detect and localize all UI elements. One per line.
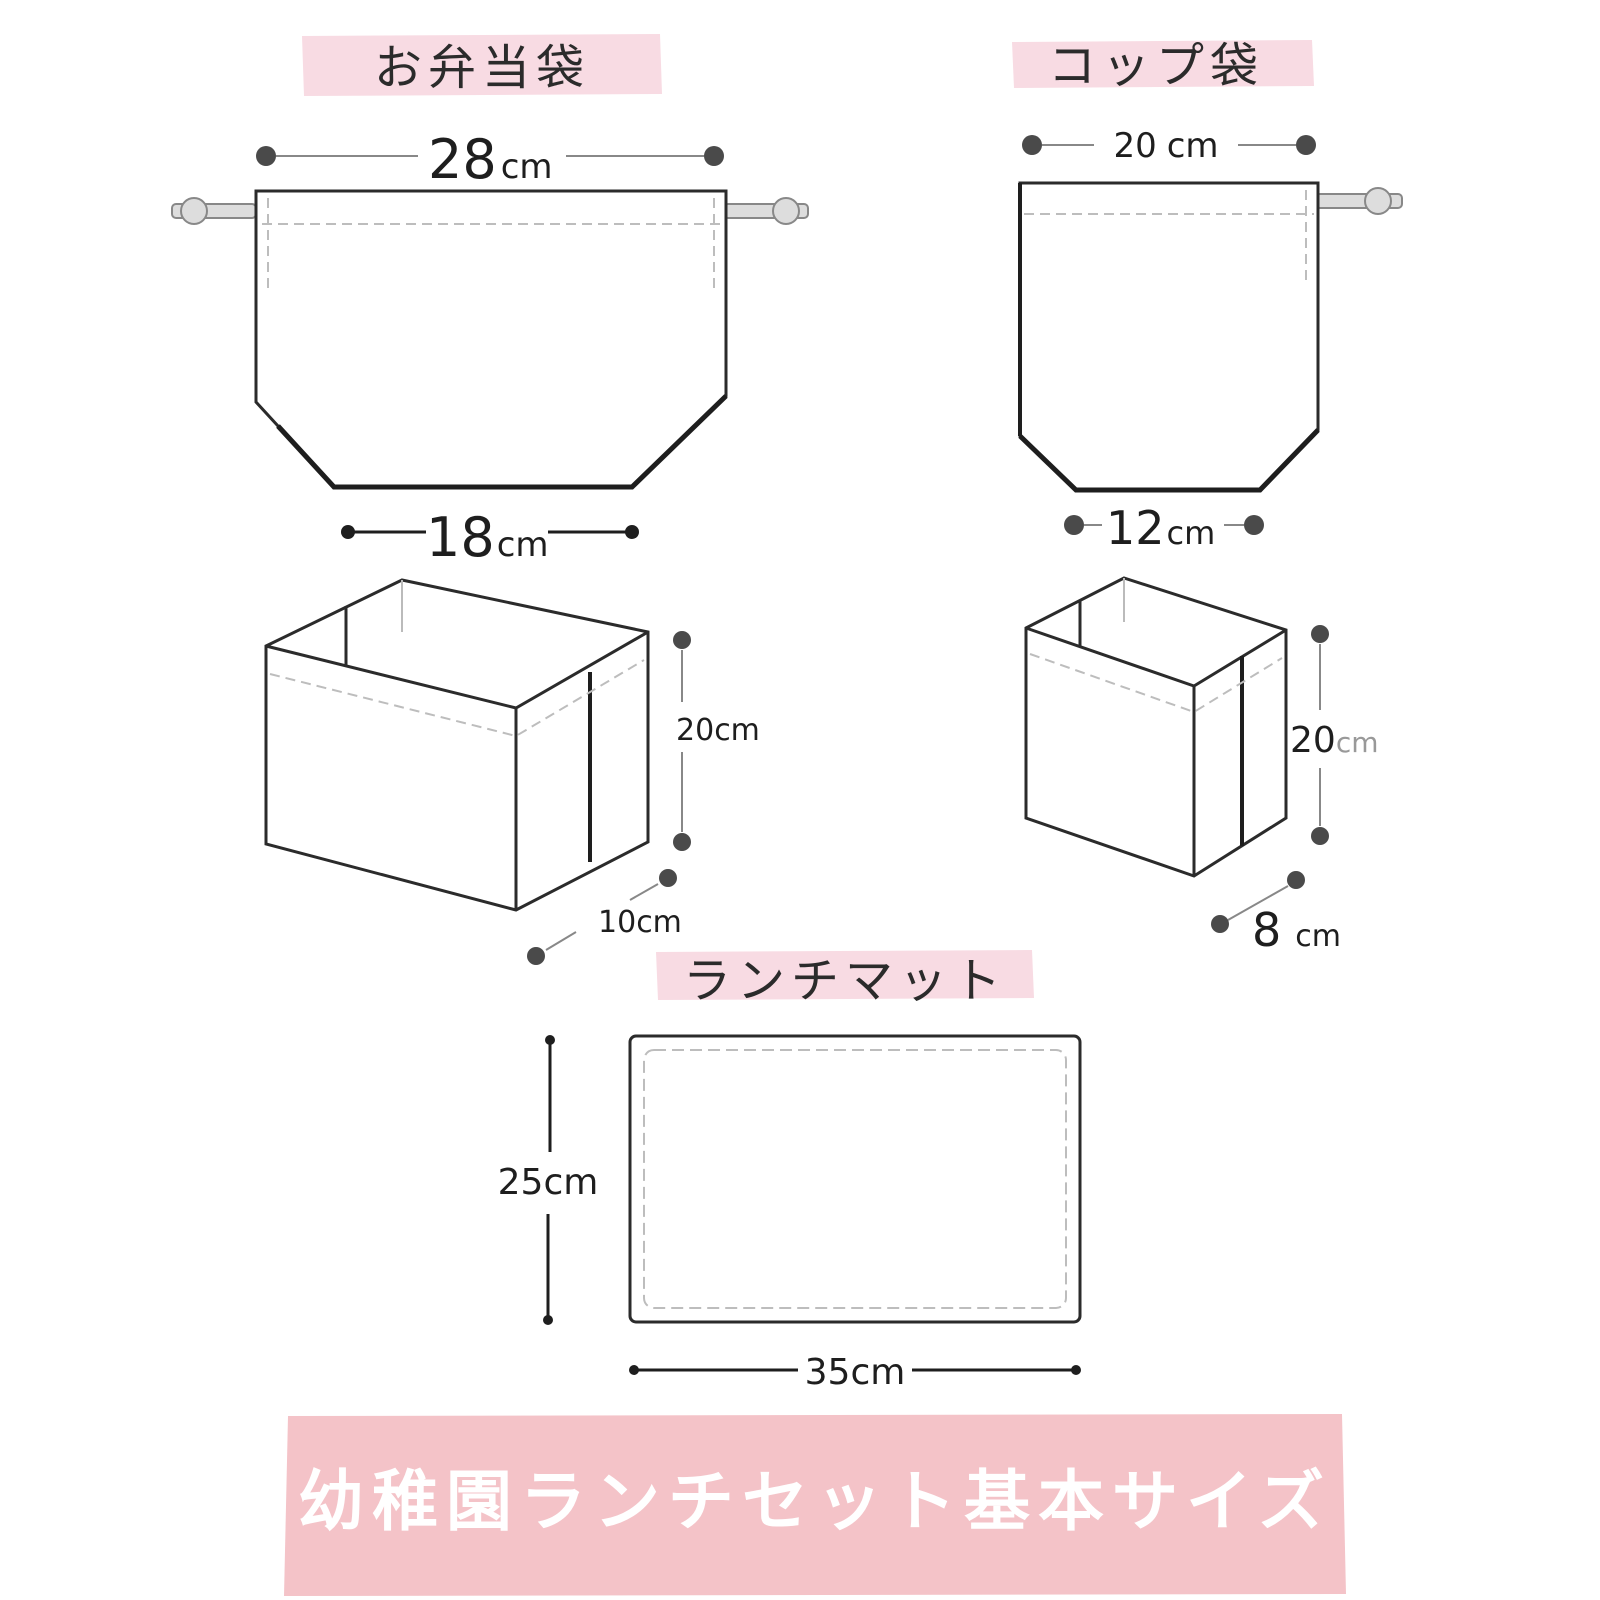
dimension-dot bbox=[527, 947, 545, 965]
dimension-dot bbox=[1311, 625, 1329, 643]
cup-bottom-width-unit: cm bbox=[1167, 514, 1216, 552]
title-highlight-bento bbox=[302, 34, 662, 96]
cup-bag-outline bbox=[1018, 181, 1320, 492]
mat-height-dimension: 25cm bbox=[498, 1035, 599, 1325]
dimension-dot bbox=[1287, 871, 1305, 889]
cup-height-label: 20cm bbox=[1290, 720, 1378, 761]
bento-depth-value: 10 bbox=[598, 905, 636, 940]
cup-bag-bottom-edge bbox=[1018, 428, 1320, 493]
dimension-dot bbox=[256, 146, 276, 166]
dimension-line bbox=[545, 931, 577, 951]
dimension-dot bbox=[1064, 515, 1084, 535]
mat-height-label: 25cm bbox=[498, 1162, 599, 1203]
bento-bag-bottom-edge bbox=[276, 394, 728, 490]
cup-depth-unit: cm bbox=[1295, 919, 1341, 954]
mat-height-value: 25 bbox=[498, 1162, 544, 1203]
bento-top-width-value: 28 bbox=[428, 128, 497, 191]
bento-bottom-width-value: 18 bbox=[426, 506, 495, 569]
cup-bottom-width-label: 12cm bbox=[1106, 501, 1215, 555]
bento-top-width-unit: cm bbox=[501, 147, 553, 187]
cup-depth-label: 8 cm bbox=[1252, 903, 1341, 957]
lunch-mat-outline bbox=[628, 1034, 1082, 1324]
cup-bottom-width-dimension: 12cm bbox=[1064, 501, 1264, 555]
lunch-mat-stitch bbox=[643, 1049, 1067, 1309]
mat-width-value: 35 bbox=[805, 1352, 851, 1393]
cup-height-value: 20 bbox=[1290, 720, 1336, 761]
bento-height-label: 20cm bbox=[676, 713, 760, 748]
lunch-mat bbox=[628, 1034, 1082, 1324]
bento-bag-box bbox=[264, 578, 650, 912]
cup-box-outline bbox=[1024, 576, 1288, 878]
dimension-dot bbox=[1244, 515, 1264, 535]
dimension-line bbox=[629, 883, 659, 901]
cup-bottom-width-value: 12 bbox=[1106, 501, 1165, 555]
dimension-line bbox=[1227, 885, 1289, 921]
cup-height-unit: cm bbox=[1336, 726, 1379, 759]
bento-bottom-width-label: 18cm bbox=[426, 506, 549, 569]
bento-box-stitch bbox=[269, 659, 645, 738]
bento-bottom-width-dimension: 18cm bbox=[341, 506, 639, 569]
cup-box-stitch bbox=[1029, 653, 1283, 714]
cup-cord-knot-right bbox=[1364, 187, 1392, 215]
dimension-dot bbox=[1296, 135, 1316, 155]
cup-bag-flat bbox=[1018, 181, 1403, 493]
cup-depth-dimension: 8 cm bbox=[1211, 871, 1341, 957]
mat-height-unit: cm bbox=[543, 1162, 598, 1203]
cup-height-dimension: 20cm bbox=[1290, 625, 1378, 845]
dimension-dot bbox=[673, 833, 691, 851]
title-bento-bag: お弁当袋 bbox=[374, 40, 590, 96]
title-cup-bag: コップ袋 bbox=[1048, 38, 1264, 94]
dimension-dot bbox=[659, 869, 677, 887]
cup-top-width-label: 20 cm bbox=[1113, 126, 1218, 166]
dimension-dot bbox=[1211, 915, 1229, 933]
dimension-dot bbox=[704, 146, 724, 166]
footer-banner-text: 幼稚園ランチセット基本サイズ bbox=[298, 1463, 1332, 1540]
bento-depth-dimension: 10cm bbox=[527, 869, 682, 965]
bento-depth-unit: cm bbox=[636, 905, 682, 940]
title-lunch-mat: ランチマット bbox=[683, 953, 1007, 1009]
footer-banner: 幼稚園ランチセット基本サイズ bbox=[284, 1414, 1346, 1596]
cup-bag-box bbox=[1024, 576, 1288, 878]
bento-depth-label: 10cm bbox=[598, 905, 682, 940]
bento-bag-outline bbox=[254, 189, 728, 489]
bento-bag-flat bbox=[171, 189, 809, 490]
bento-height-unit: cm bbox=[714, 713, 760, 748]
cup-depth-value: 8 bbox=[1252, 903, 1281, 957]
bento-cord-knot-right bbox=[772, 197, 800, 225]
mat-width-dimension: 35cm bbox=[629, 1352, 1081, 1393]
title-highlight-mat bbox=[656, 950, 1034, 1000]
cup-top-width-dimension: 20 cm bbox=[1022, 126, 1316, 166]
dimension-dot bbox=[1311, 827, 1329, 845]
title-highlight-cup bbox=[1012, 40, 1314, 88]
cup-top-width-value: 20 bbox=[1113, 126, 1156, 166]
bento-bottom-width-unit: cm bbox=[497, 525, 549, 565]
bento-cord-knot-left bbox=[180, 197, 208, 225]
bento-height-value: 20 bbox=[676, 713, 714, 748]
dimension-dot bbox=[1022, 135, 1042, 155]
mat-width-unit: cm bbox=[850, 1352, 905, 1393]
mat-width-label: 35cm bbox=[805, 1352, 906, 1393]
dimension-dot bbox=[673, 631, 691, 649]
footer-banner-shape bbox=[284, 1414, 1346, 1596]
cup-top-width-unit: cm bbox=[1167, 126, 1219, 166]
bento-height-dimension: 20cm bbox=[673, 631, 760, 851]
